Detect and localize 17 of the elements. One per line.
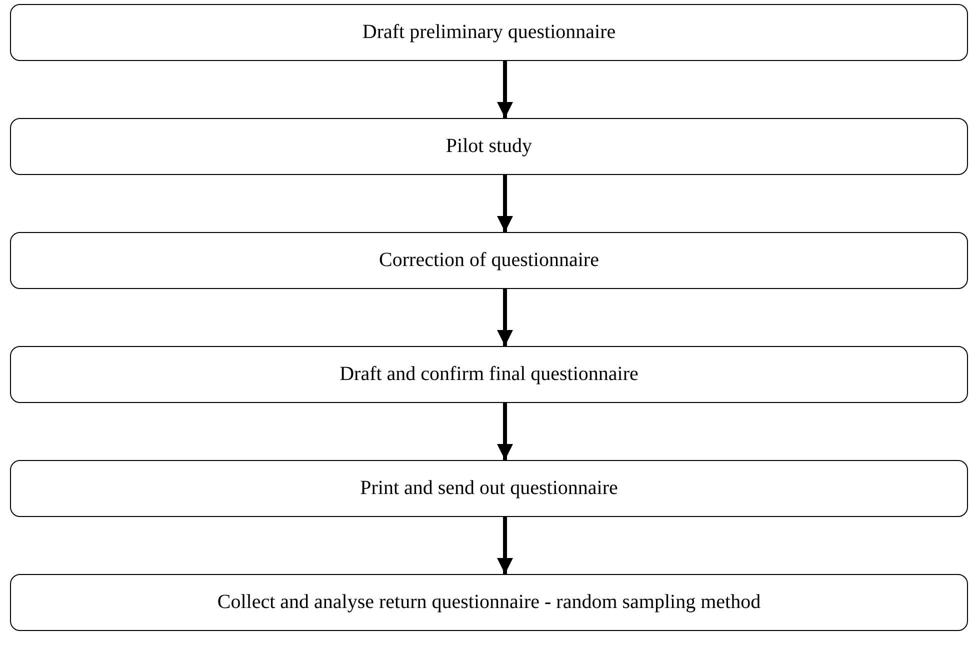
process-box <box>10 346 968 403</box>
arrow <box>497 61 513 118</box>
step-text: Collect and analyse return questionnaire - random sampling method <box>217 591 761 614</box>
process-box <box>10 460 968 517</box>
arrow <box>497 289 513 346</box>
arrow <box>497 517 513 574</box>
process-box <box>10 4 968 61</box>
process-box <box>10 118 968 175</box>
process-box <box>10 574 968 631</box>
arrow <box>497 175 513 232</box>
step-text: Draft and confirm final questionnaire <box>340 363 638 386</box>
step-text: Pilot study <box>446 135 532 158</box>
step-text: Print and send out questionnaire <box>360 477 618 500</box>
arrow <box>497 403 513 460</box>
step-text: Correction of questionnaire <box>379 249 599 272</box>
step-text: Draft preliminary questionnaire <box>362 21 616 44</box>
process-box <box>10 232 968 289</box>
